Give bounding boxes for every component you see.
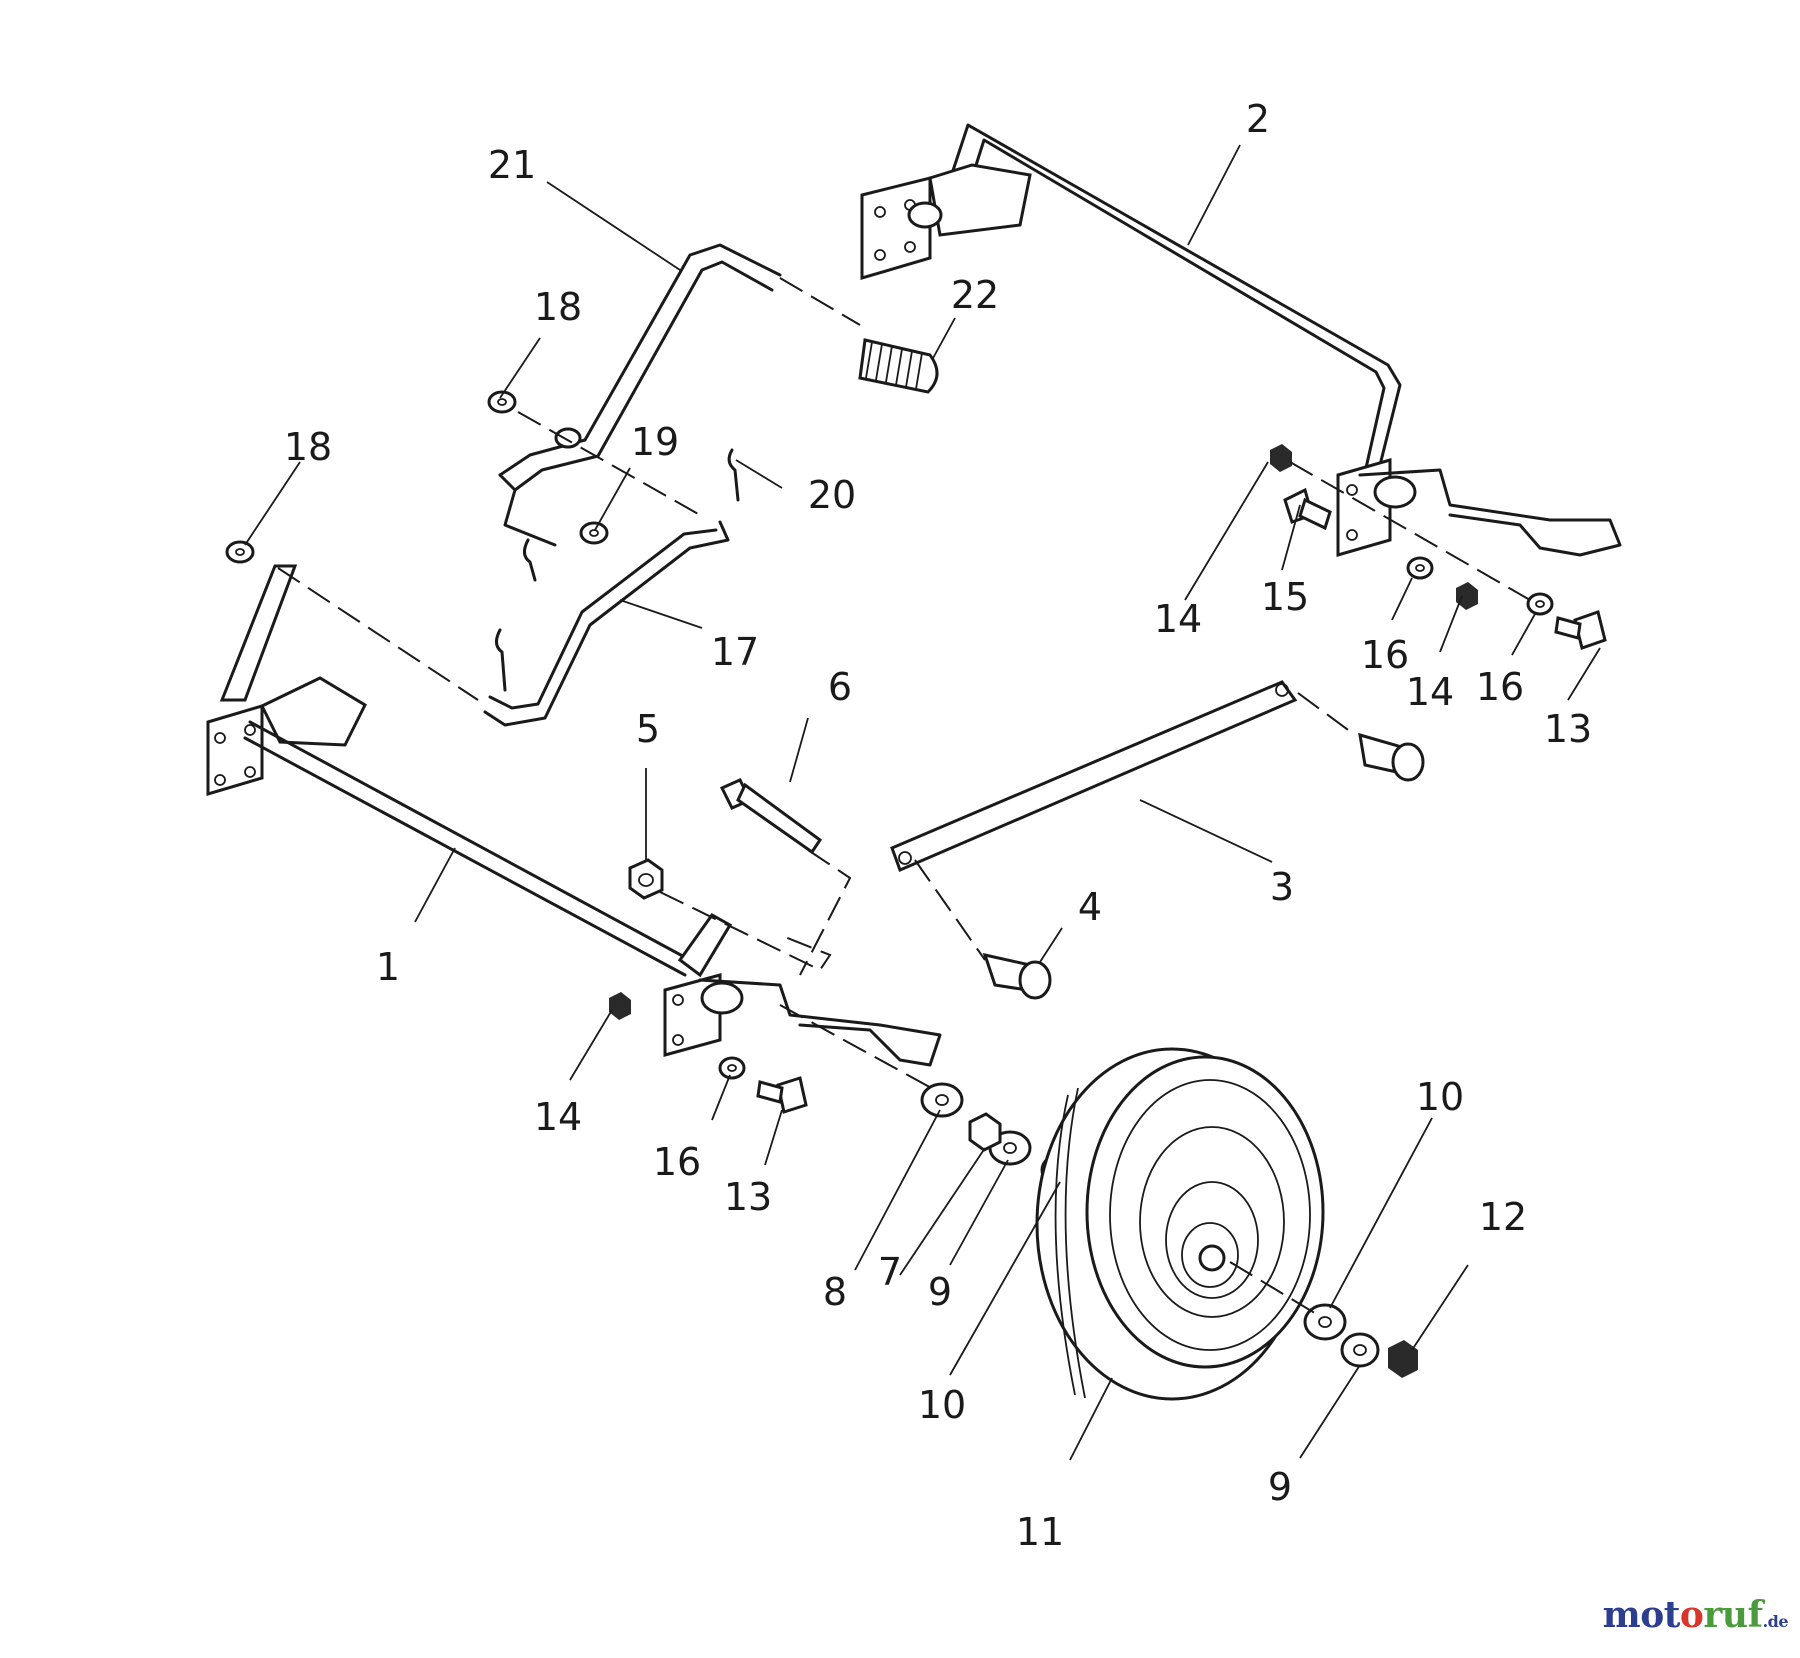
part-2-handle (860, 123, 1622, 557)
label-7: 7 (878, 1250, 902, 1294)
part-4-pin (982, 952, 1052, 1000)
bolts (756, 487, 1607, 1114)
brand-part-1: mot (1602, 1594, 1681, 1636)
part-5-nut (628, 858, 664, 900)
label-14-mid: 14 (1406, 670, 1454, 714)
label-4: 4 (1078, 885, 1102, 929)
label-17: 17 (711, 630, 759, 674)
part-11-wheel (1035, 1047, 1325, 1401)
part-22-spring-grip (858, 338, 939, 394)
label-12: 12 (1479, 1195, 1527, 1239)
cotter-pins (495, 448, 740, 692)
assembly-lines (277, 277, 1531, 1316)
label-15: 15 (1261, 575, 1309, 619)
label-11: 11 (1016, 1510, 1064, 1554)
label-16-left: 16 (653, 1140, 701, 1184)
label-13-left: 13 (724, 1175, 772, 1219)
label-1: 1 (376, 945, 400, 989)
label-9-right: 9 (1268, 1465, 1292, 1509)
part-6-bolt (719, 778, 823, 855)
brand-part-3: ruf (1703, 1594, 1763, 1636)
label-2: 2 (1246, 97, 1270, 141)
part-3-link-bar (890, 680, 1298, 873)
label-20: 20 (808, 473, 856, 517)
leader-lines (244, 144, 1601, 1461)
label-10-left: 10 (918, 1383, 966, 1427)
label-10-right: 10 (1416, 1075, 1464, 1119)
label-8: 8 (823, 1270, 847, 1314)
label-16-right: 16 (1476, 665, 1524, 709)
label-13-right: 13 (1544, 707, 1592, 751)
brand-part-2: o (1679, 1594, 1704, 1636)
brand-part-4: .de (1762, 1612, 1789, 1631)
label-9-left: 9 (928, 1270, 952, 1314)
label-14-top: 14 (1154, 597, 1202, 641)
label-5: 5 (636, 707, 660, 751)
label-14-left: 14 (534, 1095, 582, 1139)
part-labels: 1 2 3 4 5 6 7 8 9 9 10 10 10 11 12 13 13… (284, 97, 1592, 1554)
label-6: 6 (828, 665, 852, 709)
label-21: 21 (488, 143, 536, 187)
part-pin-upper (1358, 732, 1425, 782)
label-18-top: 18 (534, 285, 582, 329)
part-1-axle (206, 564, 942, 1067)
motoruf-logo: motoruf.de (1602, 1594, 1789, 1636)
part-21-lever (498, 243, 782, 547)
label-22: 22 (951, 273, 999, 317)
part-17-link-rod (483, 520, 730, 727)
label-16-mid: 16 (1361, 633, 1409, 677)
label-19: 19 (631, 420, 679, 464)
label-3: 3 (1270, 865, 1294, 909)
label-18-left: 18 (284, 425, 332, 469)
nuts (609, 444, 1478, 1378)
